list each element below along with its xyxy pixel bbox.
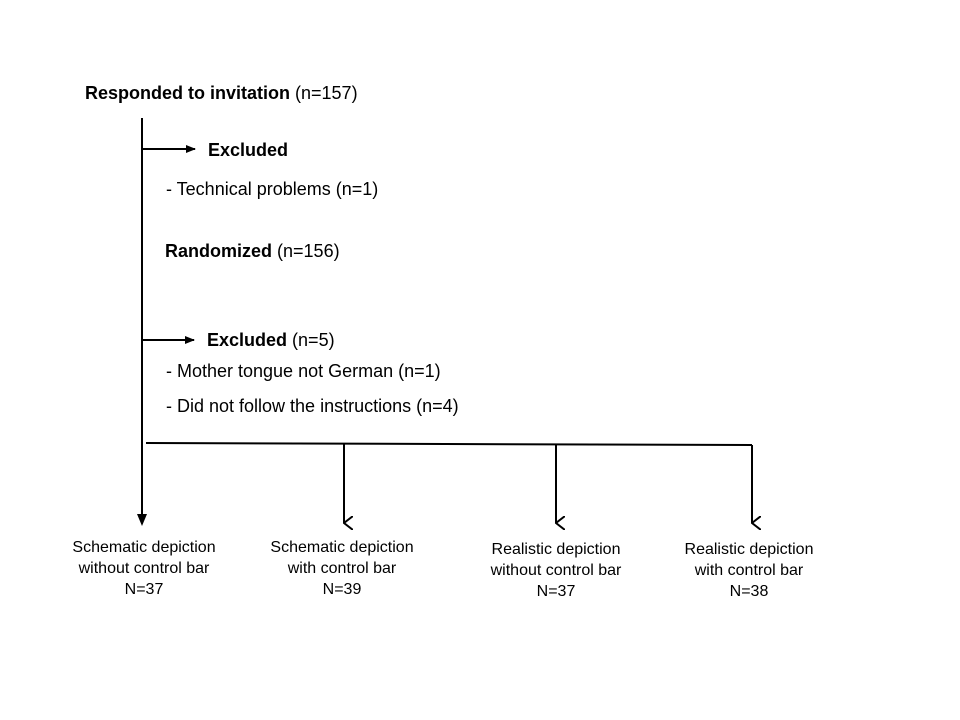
group-line2: without control bar [78, 560, 210, 577]
group-line1: Schematic depiction [270, 539, 414, 556]
excluded2-node: Excluded (n=5) [207, 329, 335, 351]
excluded2-label: Excluded [207, 330, 288, 350]
randomized-count: (n=156) [277, 241, 340, 261]
group-count: N=39 [322, 581, 362, 598]
responded-node: Responded to invitation (n=157) [85, 82, 358, 104]
randomized-node: Randomized (n=156) [165, 240, 340, 262]
distribution-bar [145, 442, 753, 446]
group-line1: Realistic depiction [491, 541, 621, 558]
group-line2: with control bar [287, 560, 397, 577]
group-line2: without control bar [490, 562, 622, 579]
excluded2-reason-1: - Mother tongue not German (n=1) [166, 361, 441, 381]
excluded1-label: Excluded [208, 140, 289, 160]
excluded2-reason-2: - Did not follow the instructions (n=4) [166, 396, 459, 416]
group-count: N=37 [124, 581, 164, 598]
responded-label: Responded to invitation [85, 83, 290, 103]
group-count: N=38 [729, 583, 769, 600]
group-line1: Schematic depiction [72, 539, 216, 556]
responded-count: (n=157) [295, 83, 358, 103]
group-schematic-with-bar: Schematic depiction with control bar N=3… [252, 537, 432, 600]
randomized-label: Randomized [165, 241, 273, 261]
excluded2-count: (n=5) [292, 330, 335, 350]
excluded1-reason: - Technical problems (n=1) [166, 179, 379, 199]
group-count: N=37 [536, 583, 576, 600]
trunk-arrowhead [137, 514, 147, 526]
group-schematic-without-bar: Schematic depiction without control bar … [54, 537, 234, 600]
group-realistic-without-bar: Realistic depiction without control bar … [466, 539, 646, 602]
group-realistic-with-bar: Realistic depiction with control bar N=3… [659, 539, 839, 602]
group-line1: Realistic depiction [684, 541, 814, 558]
group-line2: with control bar [694, 562, 804, 579]
